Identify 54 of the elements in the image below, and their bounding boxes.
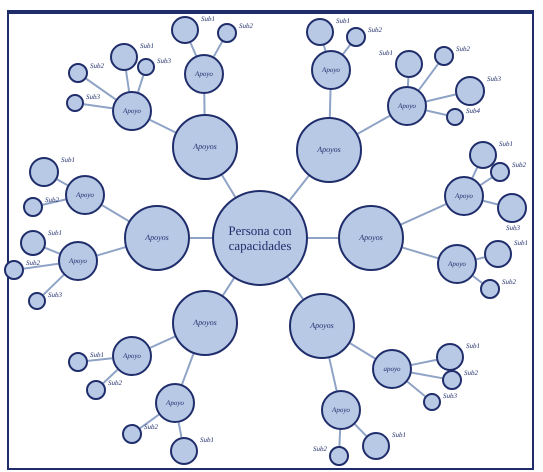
connector-line [137, 75, 144, 92]
connector-line [328, 90, 332, 118]
node-label: Apoyos [310, 320, 334, 332]
connector-line [472, 167, 478, 178]
connector-line [203, 94, 206, 114]
connector-line [483, 200, 498, 206]
node-label: Apoyos [359, 232, 383, 244]
connector-line [342, 44, 351, 55]
connector-line [44, 246, 60, 254]
node-label: Apoyos [317, 144, 341, 156]
connector-line [150, 118, 176, 134]
connector-line [96, 246, 126, 256]
node-label: Apoyos [193, 317, 217, 329]
node-label: Apoyos [145, 232, 169, 244]
node-label: Persona con capacidades [227, 223, 293, 253]
connector-line [426, 94, 456, 102]
connector-line [181, 354, 194, 385]
connector-line [476, 256, 485, 260]
connector-line [222, 278, 235, 296]
connector-line [354, 424, 367, 437]
connector-line [86, 78, 116, 100]
connector-line [328, 358, 338, 391]
connector-line [42, 198, 66, 206]
connector-line [84, 103, 112, 110]
connector-line [150, 336, 176, 349]
connector-line [357, 114, 390, 135]
connector-line [402, 246, 438, 260]
connector-line [406, 380, 426, 398]
connector-line [42, 274, 64, 296]
connector-line [88, 357, 112, 362]
connector-line [221, 174, 236, 198]
connector-line [125, 70, 130, 92]
connector-line [411, 358, 436, 366]
connector-line [178, 422, 182, 438]
connector-line [288, 175, 310, 201]
connector-line [322, 45, 326, 52]
connector-line [472, 275, 483, 284]
connector-line [140, 414, 160, 429]
connector-line [308, 237, 338, 239]
connector-line [102, 369, 118, 384]
connector-line [286, 276, 304, 300]
connector-line [102, 204, 130, 222]
connector-line [190, 42, 197, 56]
connector-line [406, 78, 410, 86]
connector-line [56, 178, 68, 186]
connector-line [400, 203, 446, 226]
connector-line [480, 176, 492, 186]
connector-line [411, 372, 442, 380]
connector-line [24, 262, 58, 270]
node-label: Apoyos [193, 141, 217, 153]
connector-line [338, 430, 342, 446]
connector-line [426, 110, 446, 116]
connector-line [350, 342, 376, 360]
connector-line [190, 237, 212, 239]
